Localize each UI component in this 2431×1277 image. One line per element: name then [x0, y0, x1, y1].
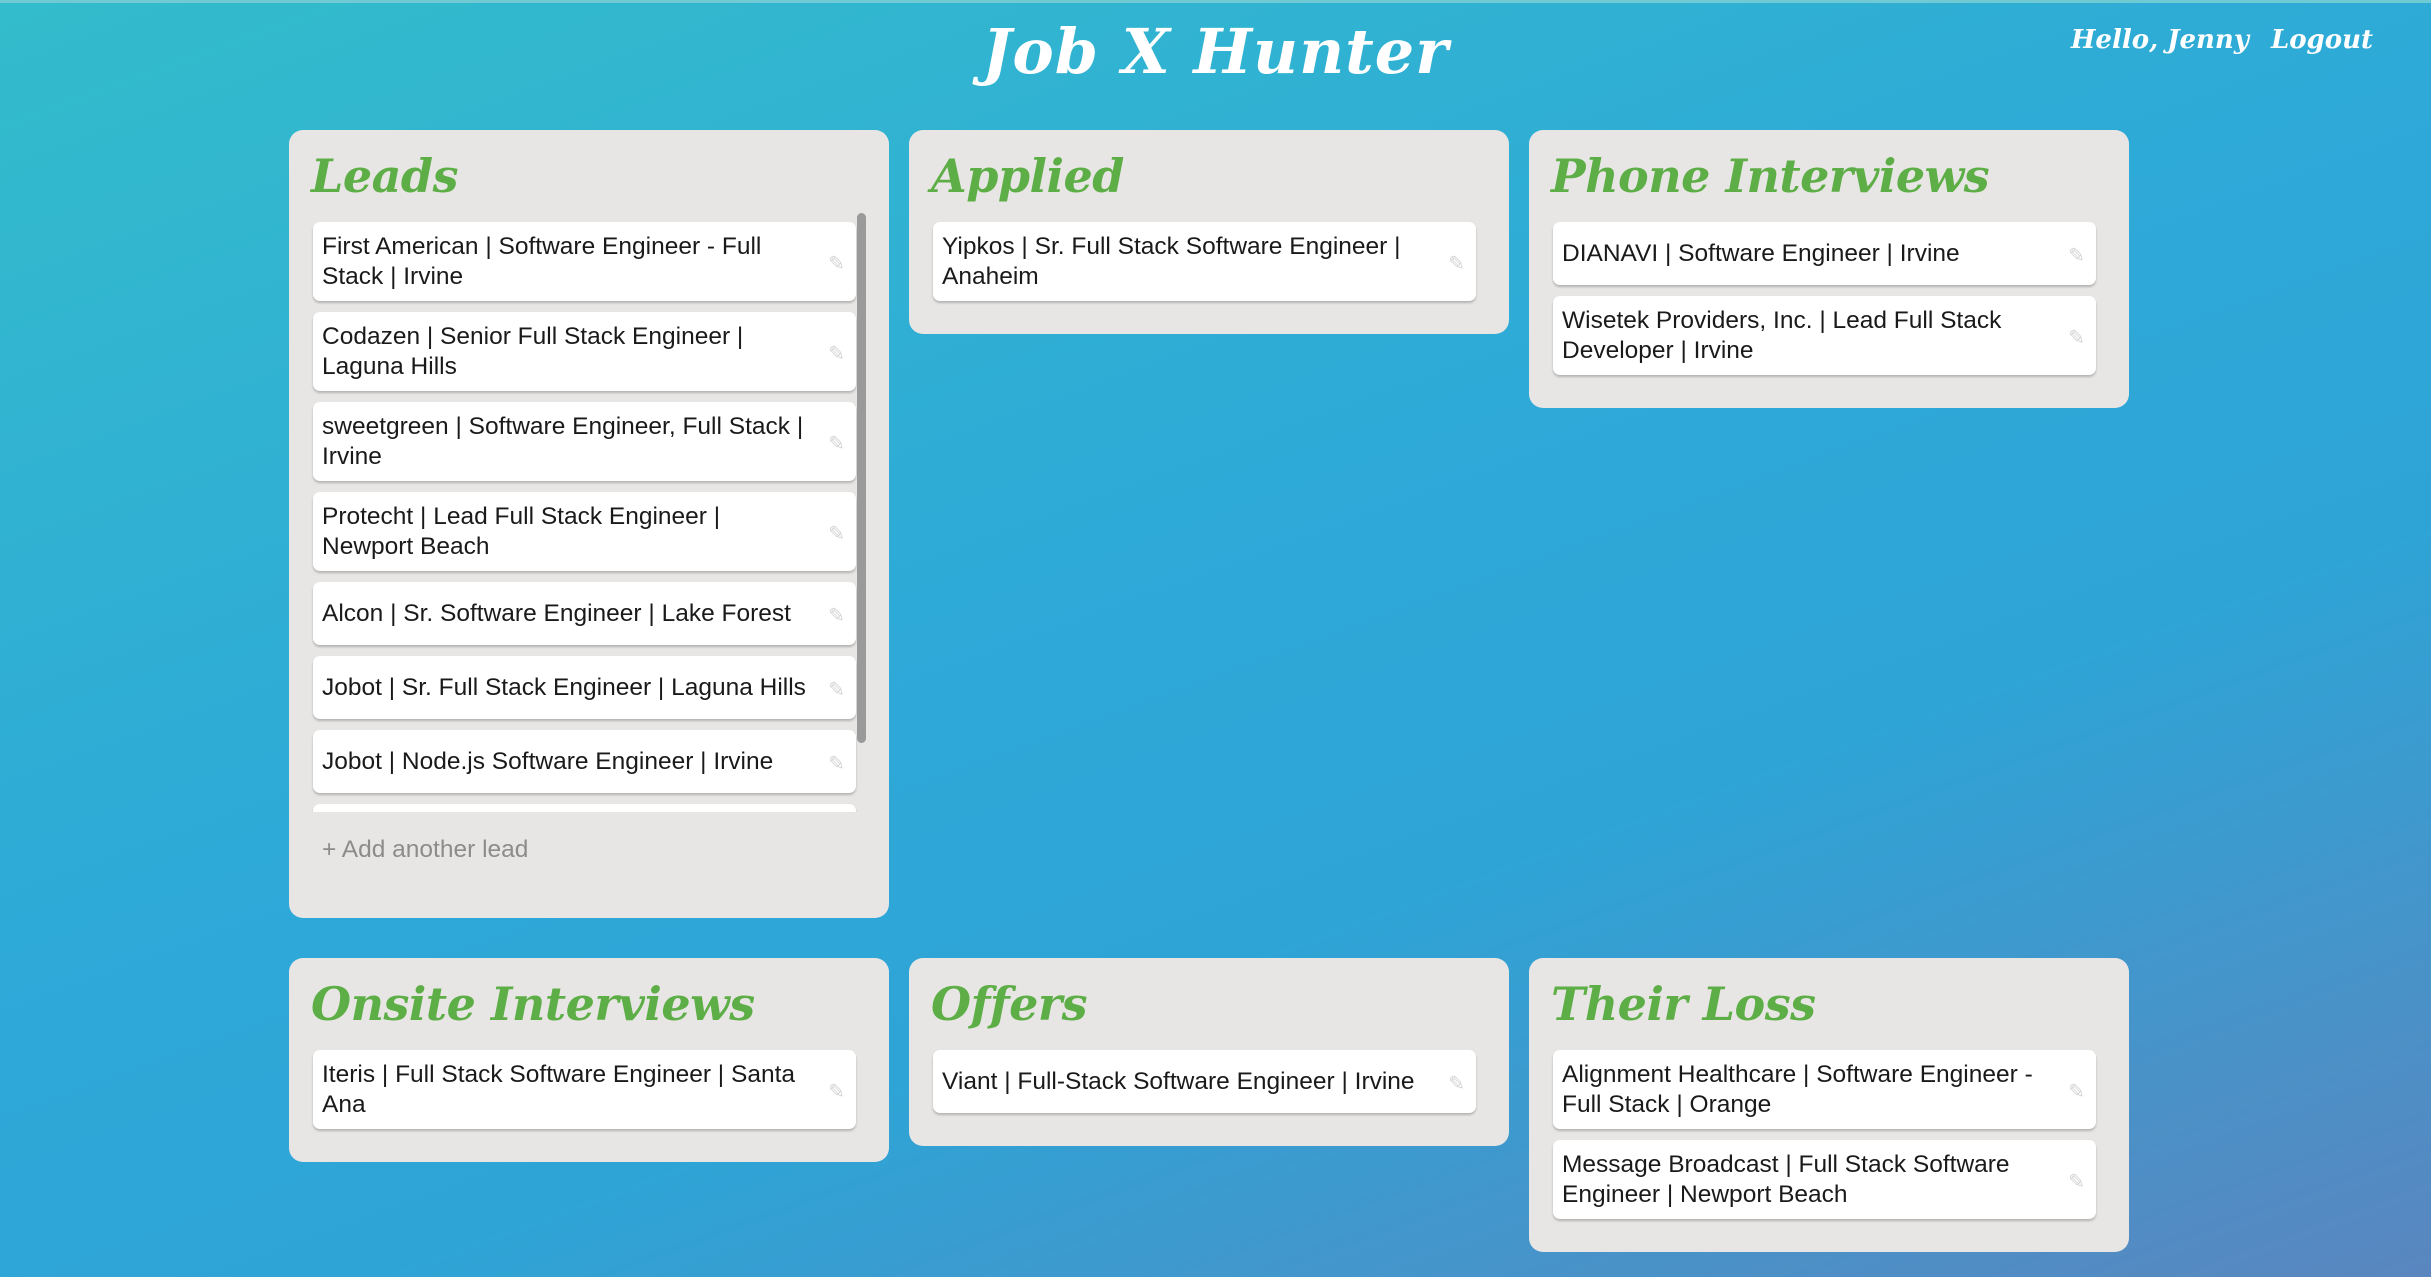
card-text: Codazen | Senior Full Stack Engineer | L…	[322, 322, 744, 380]
lead-card[interactable]: First American | Software Engineer - Ful…	[313, 222, 856, 301]
pencil-icon[interactable]: ✎	[828, 252, 845, 275]
pencil-icon[interactable]: ✎	[1448, 252, 1465, 275]
card-text: Jobot | Sr. Full Stack Engineer | Laguna…	[322, 673, 806, 701]
pencil-icon[interactable]: ✎	[828, 752, 845, 775]
card-text: Iteris | Full Stack Software Engineer | …	[322, 1060, 796, 1118]
card-list: DIANAVI | Software Engineer | Irvine ✎ W…	[1551, 222, 2107, 375]
pencil-icon[interactable]: ✎	[828, 678, 845, 701]
card-text: Protecht | Lead Full Stack Engineer | Ne…	[322, 502, 721, 560]
column-title: Offers	[931, 977, 1088, 1031]
column-title: Phone Interviews	[1551, 149, 1990, 203]
column-title: Leads	[311, 149, 458, 203]
card-list: First American | Software Engineer - Ful…	[311, 222, 858, 812]
lead-card[interactable]: Protecht | Lead Full Stack Engineer | Ne…	[313, 492, 856, 571]
card-text: DIANAVI | Software Engineer | Irvine	[1562, 239, 1960, 267]
leads-card-scroll[interactable]: First American | Software Engineer - Ful…	[311, 222, 867, 812]
card-text: Wisetek Providers, Inc. | Lead Full Stac…	[1562, 306, 2002, 364]
card-text: sweetgreen | Software Engineer, Full Sta…	[322, 412, 804, 470]
user-greeting: Hello, Jenny	[2070, 25, 2249, 55]
logout-link[interactable]: Logout	[2270, 25, 2373, 55]
lead-card[interactable]: Alcon | Sr. Software Engineer | Lake For…	[313, 582, 856, 645]
card-list: Alignment Healthcare | Software Engineer…	[1551, 1050, 2107, 1219]
phone-interview-card[interactable]: DIANAVI | Software Engineer | Irvine ✎	[1553, 222, 2096, 285]
pencil-icon[interactable]: ✎	[828, 604, 845, 627]
card-text: Viant | Full-Stack Software Engineer | I…	[942, 1067, 1415, 1095]
board: Leads First American | Software Engineer…	[0, 3, 2431, 1277]
lead-card[interactable]: Codazen | Senior Full Stack Engineer | L…	[313, 312, 856, 391]
loss-card[interactable]: Alignment Healthcare | Software Engineer…	[1553, 1050, 2096, 1129]
app-title: Job X Hunter	[982, 15, 1449, 88]
card-text: Message Broadcast | Full Stack Software …	[1562, 1150, 2010, 1208]
column-phone-interviews: Phone Interviews DIANAVI | Software Engi…	[1529, 130, 2129, 408]
applied-card[interactable]: Yipkos | Sr. Full Stack Software Enginee…	[933, 222, 1476, 301]
column-offers: Offers Viant | Full-Stack Software Engin…	[909, 958, 1509, 1146]
pencil-icon[interactable]: ✎	[828, 522, 845, 545]
lead-card[interactable]: sweetgreen | Software Engineer, Full Sta…	[313, 402, 856, 481]
phone-interview-card[interactable]: Wisetek Providers, Inc. | Lead Full Stac…	[1553, 296, 2096, 375]
loss-card[interactable]: Message Broadcast | Full Stack Software …	[1553, 1140, 2096, 1219]
card-list: Viant | Full-Stack Software Engineer | I…	[931, 1050, 1487, 1113]
pencil-icon[interactable]: ✎	[1448, 1072, 1465, 1095]
lead-card-partial[interactable]	[313, 804, 856, 812]
pencil-icon[interactable]: ✎	[2068, 1080, 2085, 1103]
pencil-icon[interactable]: ✎	[828, 1080, 845, 1103]
column-leads: Leads First American | Software Engineer…	[289, 130, 889, 918]
column-onsite-interviews: Onsite Interviews Iteris | Full Stack So…	[289, 958, 889, 1162]
card-list: Yipkos | Sr. Full Stack Software Enginee…	[931, 222, 1487, 301]
pencil-icon[interactable]: ✎	[2068, 326, 2085, 349]
card-list: Iteris | Full Stack Software Engineer | …	[311, 1050, 867, 1129]
user-nav: Hello, Jenny Logout	[2071, 25, 2373, 55]
offer-card[interactable]: Viant | Full-Stack Software Engineer | I…	[933, 1050, 1476, 1113]
column-applied: Applied Yipkos | Sr. Full Stack Software…	[909, 130, 1509, 334]
card-text: Alcon | Sr. Software Engineer | Lake For…	[322, 599, 791, 627]
card-text: Jobot | Node.js Software Engineer | Irvi…	[322, 747, 774, 775]
scrollbar-thumb[interactable]	[857, 213, 866, 743]
pencil-icon[interactable]: ✎	[828, 432, 845, 455]
column-their-loss: Their Loss Alignment Healthcare | Softwa…	[1529, 958, 2129, 1252]
card-text: First American | Software Engineer - Ful…	[322, 232, 762, 290]
onsite-interview-card[interactable]: Iteris | Full Stack Software Engineer | …	[313, 1050, 856, 1129]
card-text: Yipkos | Sr. Full Stack Software Enginee…	[942, 232, 1401, 290]
pencil-icon[interactable]: ✎	[2068, 244, 2085, 267]
lead-card[interactable]: Jobot | Sr. Full Stack Engineer | Laguna…	[313, 656, 856, 719]
card-text: Alignment Healthcare | Software Engineer…	[1562, 1060, 2033, 1118]
pencil-icon[interactable]: ✎	[2068, 1170, 2085, 1193]
lead-card[interactable]: Jobot | Node.js Software Engineer | Irvi…	[313, 730, 856, 793]
column-title: Their Loss	[1551, 977, 1816, 1031]
add-lead-button[interactable]: + Add another lead	[322, 836, 529, 863]
column-title: Applied	[931, 149, 1124, 203]
pencil-icon[interactable]: ✎	[828, 342, 845, 365]
column-title: Onsite Interviews	[311, 977, 755, 1031]
